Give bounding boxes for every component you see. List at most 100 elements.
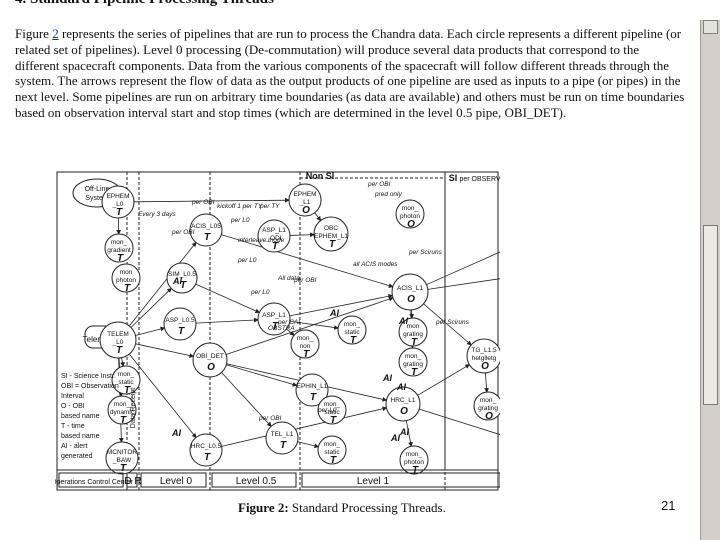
pipeline-circle <box>101 185 135 219</box>
pipeline-name: mon_ <box>324 441 341 448</box>
pipeline-name: MCNITOR <box>107 449 138 456</box>
pipeline-name: OBI_DET <box>196 353 224 360</box>
pipeline-node: EPHIN_L1T <box>295 373 329 407</box>
flow-arrow <box>225 296 394 355</box>
legend-line: OBI = Observation <box>61 383 119 390</box>
region-label: SI <box>449 173 458 183</box>
pipeline-name: EPHEM_L1 <box>314 233 348 240</box>
flow-arrow <box>128 353 197 439</box>
vertical-scrollbar[interactable] <box>700 20 720 540</box>
pipeline-node: HRC_L1O <box>385 386 421 422</box>
region-label: Non SI <box>306 171 335 181</box>
flow-annotation: per L0 <box>230 217 250 224</box>
pipeline-circle <box>257 302 291 336</box>
pipeline-circle <box>105 441 139 475</box>
flow-arrow <box>221 372 272 427</box>
flow-arrow <box>417 364 471 396</box>
flow-arrow <box>484 372 489 393</box>
pipeline-node: HRC_L0.5T <box>189 433 223 467</box>
pipeline-circle <box>290 329 320 359</box>
column-label-box <box>126 472 138 488</box>
pipeline-tag: T <box>120 415 127 426</box>
figure-caption: Figure 2: Standard Processing Threads. <box>238 500 446 515</box>
column-label-box <box>211 472 297 488</box>
legend-line: AI - alert <box>61 443 88 450</box>
pipeline-tag: T <box>350 335 357 346</box>
column-label: Level 0 <box>160 476 193 487</box>
flow-arrow <box>133 197 290 203</box>
pipeline-tag: T <box>280 440 287 451</box>
pipeline-circle <box>163 307 197 341</box>
figure-link[interactable]: 2 <box>52 26 59 41</box>
pipeline-name: non <box>300 343 311 350</box>
scroll-up-arrow-icon[interactable] <box>703 20 718 34</box>
pipeline-node: EPHEM_L0T <box>101 185 135 219</box>
pipeline-name: ACIS_L1 <box>397 285 423 292</box>
column-label: Level 1 <box>357 476 390 487</box>
pipeline-tag: T <box>411 337 418 348</box>
flow-annotation: Every 3 days <box>138 211 176 218</box>
section-heading: 4. Standard Pipeline Processing Threads <box>15 0 274 8</box>
pipeline-tag: T <box>117 253 124 264</box>
pipeline-circle <box>166 262 198 294</box>
flow-arrow <box>120 357 125 368</box>
pipeline-tag: T <box>272 321 279 332</box>
pipeline-circle <box>317 435 347 465</box>
pipeline-circle <box>398 317 428 347</box>
pipeline-name: grating <box>403 361 423 368</box>
column-label-box <box>301 472 500 488</box>
pipeline-name: mon_ <box>297 335 314 342</box>
scrollbar-thumb[interactable] <box>703 225 718 405</box>
flow-annotation: AI <box>172 276 182 286</box>
pipeline-name: _L0 <box>112 201 124 208</box>
flow-arrow <box>226 364 298 387</box>
legend-line: T - time <box>61 423 85 430</box>
pipeline-tag: T <box>124 283 131 294</box>
flow-arrow <box>314 212 322 222</box>
pipeline-tag: T <box>204 452 211 463</box>
pipeline-name: _BAW <box>112 457 132 464</box>
pipeline-name: grating <box>403 331 423 338</box>
flow-arrow <box>135 326 166 336</box>
pipeline-circle <box>189 213 223 247</box>
flow-annotation: interleave mode <box>238 237 285 244</box>
pipeline-name: ASP_L1 <box>262 227 286 234</box>
column-label-box <box>140 472 207 488</box>
pipeline-tag: T <box>303 349 310 360</box>
flow-arrow <box>426 251 500 286</box>
pipeline-name: ASP_L0.5 <box>165 317 195 324</box>
flow-annotation: per OBI <box>258 415 282 422</box>
pipeline-circle <box>385 386 421 422</box>
pipeline-circle <box>337 315 367 345</box>
pipeline-circle <box>111 365 141 395</box>
flow-annotation: per Sciruns <box>435 319 470 326</box>
flow-arrow <box>419 408 500 435</box>
flow-arrow <box>409 309 415 319</box>
flow-annotation: per OBI <box>171 229 195 236</box>
pipeline-circle <box>313 216 349 252</box>
pipeline-tag: T <box>329 239 336 250</box>
pipeline-name: mon <box>407 323 420 330</box>
flow-annotation: AI <box>382 373 392 383</box>
pipeline-name: grating <box>478 405 498 412</box>
column-label: Level 0.5 <box>236 476 277 487</box>
flow-annotation: AI <box>399 427 409 437</box>
pipeline-name: mon_ <box>344 321 361 328</box>
pipeline-name: EPHIN_L1 <box>297 383 328 390</box>
flow-annotation: per L0 <box>250 289 270 296</box>
flow-arrow <box>289 232 315 238</box>
pipeline-name: mon_ <box>118 371 135 378</box>
flow-arrow <box>289 293 394 317</box>
flow-annotation: all ACIS modes <box>353 261 398 268</box>
pipeline-circle <box>99 321 137 359</box>
pipeline-node: ASP_L1T <box>257 302 291 336</box>
flow-annotation: AI <box>398 316 408 326</box>
